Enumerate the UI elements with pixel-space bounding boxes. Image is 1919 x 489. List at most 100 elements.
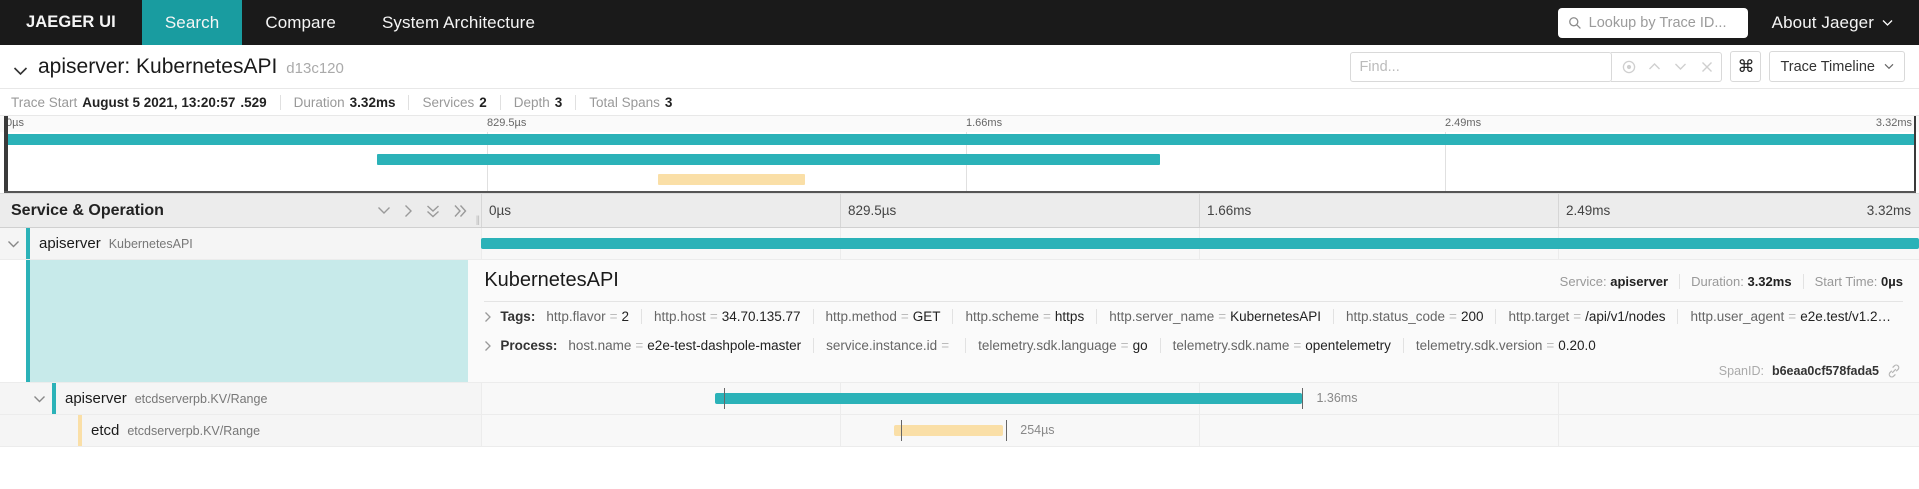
span-service-name: etcd xyxy=(91,422,120,439)
service-operation-title: Service & Operation xyxy=(11,201,164,219)
span-row-left[interactable]: etcd etcdserverpb.KV/Range xyxy=(0,415,481,446)
summary-label: Total Spans xyxy=(589,94,660,110)
find-input[interactable]: Find... xyxy=(1350,51,1613,82)
tag-item: http.user_agent=e2e.test/v1.2… xyxy=(1690,309,1891,324)
minimap-tick-2: 1.66ms xyxy=(966,117,1003,129)
chevron-right-icon[interactable] xyxy=(484,311,500,323)
collapse-all-double-icon[interactable] xyxy=(426,204,440,218)
view-mode-label: Trace Timeline xyxy=(1780,58,1875,75)
minimap-left-drag-handle[interactable] xyxy=(4,116,8,193)
chevron-down-icon xyxy=(1884,63,1894,70)
detail-meta-value: 3.32ms xyxy=(1747,274,1792,289)
span-row-bar-area[interactable]: 1.36ms xyxy=(481,383,1919,414)
span-expand-cell[interactable]: apiserver etcdserverpb.KV/Range xyxy=(0,383,481,414)
detail-meta-label: Service: xyxy=(1559,274,1607,289)
table-row[interactable]: etcd etcdserverpb.KV/Range 254µs xyxy=(0,415,1919,447)
timeline-column-header: Service & Operation || 0µs 829.5µs 1.66m… xyxy=(0,194,1919,228)
summary-duration: Duration 3.32ms xyxy=(293,94,410,110)
service-operation-header: Service & Operation || xyxy=(0,194,481,227)
chevron-down-icon[interactable] xyxy=(26,395,52,403)
process-item: telemetry.sdk.name=opentelemetry xyxy=(1161,338,1404,353)
tag-item: http.flavor=2 xyxy=(546,309,643,324)
span-duration-bar[interactable] xyxy=(893,425,1003,436)
search-icon xyxy=(1568,16,1582,30)
process-item: service.instance.id= xyxy=(814,338,967,353)
span-duration-label: 254µs xyxy=(1020,423,1055,437)
tag-item: http.server_name=KubernetesAPI xyxy=(1097,309,1334,324)
page-title: apiserver: KubernetesAPI xyxy=(38,54,278,78)
span-duration-bar[interactable] xyxy=(715,393,1303,404)
collapse-all-icon[interactable] xyxy=(377,206,391,215)
nav-tab-search[interactable]: Search xyxy=(141,0,243,45)
trace-lookup-placeholder: Lookup by Trace ID... xyxy=(1588,14,1727,31)
span-row-left[interactable]: apiserver KubernetesAPI xyxy=(0,228,481,259)
detail-meta-value: apiserver xyxy=(1610,274,1669,289)
brand-jaeger-ui[interactable]: JAEGER UI xyxy=(26,13,116,31)
detail-process-row[interactable]: Process: host.name=e2e-test-dashpole-mas… xyxy=(484,331,1903,360)
span-expand-cell[interactable]: etcd etcdserverpb.KV/Range xyxy=(0,415,481,446)
summary-trace-start: Trace Start August 5 2021, 13:20:57.529 xyxy=(11,94,281,110)
keyboard-shortcuts-button[interactable]: ⌘ xyxy=(1730,51,1762,82)
span-name-cell: apiserver KubernetesAPI xyxy=(30,235,193,252)
span-detail-content: KubernetesAPI Service: apiserver Duratio… xyxy=(468,260,1919,382)
chevron-down-icon[interactable] xyxy=(0,240,26,248)
about-jaeger-menu[interactable]: About Jaeger xyxy=(1762,0,1919,45)
trace-collapse-chevron-icon[interactable] xyxy=(11,66,29,76)
span-row-left[interactable]: apiserver etcdserverpb.KV/Range xyxy=(0,383,481,414)
process-item: telemetry.sdk.language=go xyxy=(966,338,1161,353)
span-operation-name: etcdserverpb.KV/Range xyxy=(127,424,261,438)
trace-minimap[interactable]: 0µs 829.5µs 1.66ms 2.49ms 3.32ms xyxy=(0,116,1919,194)
minimap-tick-0: 0µs xyxy=(6,117,24,129)
nav-tab-system-architecture[interactable]: System Architecture xyxy=(381,12,536,32)
timeline-tick-1: 829.5µs xyxy=(848,203,897,218)
timeline-tick-0: 0µs xyxy=(489,203,512,218)
find-next-icon[interactable] xyxy=(1673,52,1688,82)
column-resize-grip[interactable]: || xyxy=(475,215,480,226)
detail-tags-row[interactable]: Tags: http.flavor=2 http.host=34.70.135.… xyxy=(484,302,1903,331)
nav-tab-compare[interactable]: Compare xyxy=(265,12,336,32)
process-item: telemetry.sdk.version=0.20.0 xyxy=(1415,338,1596,353)
tag-item: http.target=/api/v1/nodes xyxy=(1496,309,1679,324)
view-mode-select[interactable]: Trace Timeline xyxy=(1769,51,1905,82)
span-operation-name: etcdserverpb.KV/Range xyxy=(134,392,268,406)
summary-label: Trace Start xyxy=(11,94,78,110)
summary-value: 3 xyxy=(664,94,673,110)
span-end-tick xyxy=(1005,420,1007,441)
summary-services: Services 2 xyxy=(422,94,501,110)
minimap-bar-grandchild xyxy=(657,174,805,185)
expand-one-icon[interactable] xyxy=(404,204,413,218)
span-duration-bar[interactable] xyxy=(481,238,1919,249)
summary-value: 3 xyxy=(554,94,563,110)
span-detail-panel: KubernetesAPI Service: apiserver Duratio… xyxy=(0,260,1919,383)
timeline-tick-4: 3.32ms xyxy=(1866,203,1911,218)
detail-accent-bar xyxy=(26,260,30,382)
detail-tags-label: Tags: xyxy=(500,309,536,324)
detail-header: KubernetesAPI Service: apiserver Duratio… xyxy=(484,269,1903,292)
spanid-label: SpanID: xyxy=(1718,364,1764,378)
focus-target-icon[interactable] xyxy=(1621,52,1636,82)
row-expand-toggles xyxy=(377,204,481,218)
chevron-right-icon[interactable] xyxy=(484,340,500,352)
find-actions-group xyxy=(1611,51,1723,82)
span-detail-left-gutter xyxy=(0,260,469,382)
about-jaeger-label: About Jaeger xyxy=(1771,12,1874,32)
summary-label: Duration xyxy=(293,94,345,110)
span-expand-cell[interactable]: apiserver KubernetesAPI xyxy=(0,228,481,259)
process-item: host.name=e2e-test-dashpole-master xyxy=(568,338,815,353)
find-clear-icon[interactable] xyxy=(1699,52,1714,82)
detail-divider xyxy=(484,301,1903,302)
trace-id-lookup-input[interactable]: Lookup by Trace ID... xyxy=(1557,7,1748,38)
detail-meta-label: Duration: xyxy=(1691,274,1744,289)
table-row[interactable]: apiserver KubernetesAPI xyxy=(0,228,1919,260)
minimap-right-drag-handle[interactable] xyxy=(1914,116,1916,193)
tag-item: http.scheme=https xyxy=(953,309,1098,324)
link-icon[interactable] xyxy=(1887,364,1901,378)
span-start-tick xyxy=(900,420,902,441)
expand-all-double-icon[interactable] xyxy=(453,204,467,218)
minimap-body[interactable] xyxy=(4,132,1915,193)
detail-meta-service: Service: apiserver xyxy=(1549,274,1681,289)
span-row-bar-area[interactable] xyxy=(481,228,1919,259)
span-row-bar-area[interactable]: 254µs xyxy=(481,415,1919,446)
table-row[interactable]: apiserver etcdserverpb.KV/Range 1.36ms xyxy=(0,383,1919,415)
find-prev-icon[interactable] xyxy=(1647,52,1662,82)
